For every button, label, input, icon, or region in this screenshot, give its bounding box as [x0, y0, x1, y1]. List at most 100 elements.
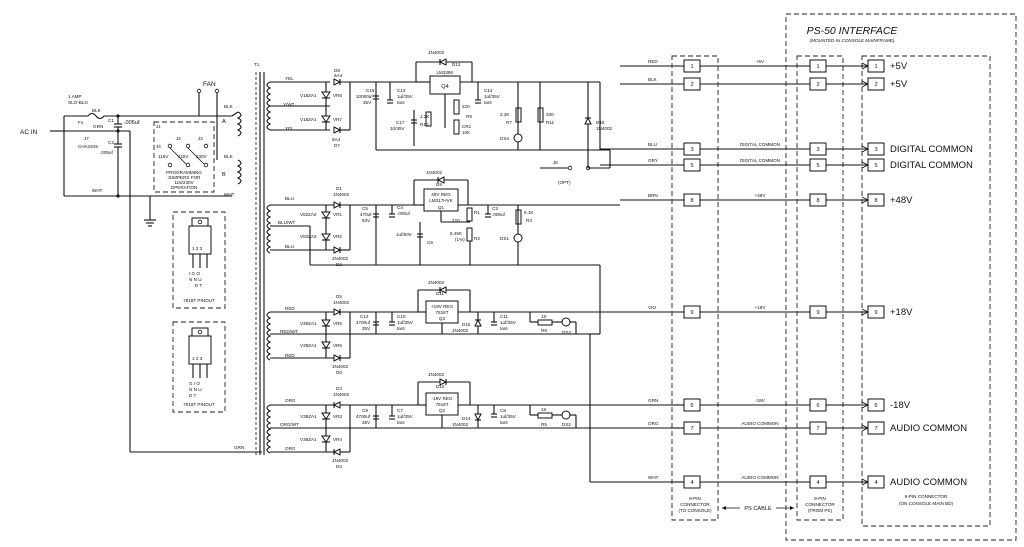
svg-text:1.2K: 1.2K	[420, 114, 430, 119]
svg-text:VR5: VR5	[333, 321, 342, 326]
svg-text:B: B	[222, 172, 226, 178]
pin-number: 2	[874, 82, 877, 88]
svg-text:BLK: BLK	[224, 154, 234, 159]
svg-text:N N U: N N U	[189, 387, 202, 392]
svg-text:J4: J4	[156, 144, 161, 149]
svg-text:VR3: VR3	[333, 414, 342, 419]
svg-text:G I O: G I O	[189, 381, 200, 386]
svg-text:RED/WT: RED/WT	[280, 329, 298, 334]
pinout-7818t: 1 2 3 I G O N N U D T 7818T PINOUT	[172, 211, 226, 309]
pin-number: 9	[816, 310, 819, 316]
jumper-note: PROGRAMMING	[166, 170, 202, 175]
svg-text:D6: D6	[336, 370, 342, 375]
svg-text:9.1K: 9.1K	[524, 210, 534, 215]
svg-text:V18ZA1: V18ZA1	[300, 93, 317, 98]
svg-text:(ON CONSOLE MAIN BD): (ON CONSOLE MAIN BD)	[899, 501, 954, 506]
common-bus	[588, 82, 670, 483]
svg-text:WHT: WHT	[224, 192, 235, 197]
connector-to-console-box	[671, 55, 719, 521]
svg-text:C17: C17	[396, 120, 405, 125]
svg-text:DS2: DS2	[562, 422, 571, 427]
svg-text:CONNECTOR: CONNECTOR	[805, 502, 835, 507]
svg-text:.005uf: .005uf	[100, 150, 113, 155]
svg-text:V18ZA1: V18ZA1	[300, 117, 317, 122]
pin-number: 2	[690, 82, 693, 88]
connector-from-ps-box	[796, 55, 844, 521]
signal-label: -18V	[755, 398, 766, 403]
svg-text:1N4002: 1N4002	[428, 50, 445, 55]
svg-text:Q1: Q1	[438, 205, 445, 210]
svg-text:BLK: BLK	[224, 104, 234, 109]
pin-number: 2	[816, 82, 819, 88]
svg-text:C12: C12	[360, 314, 369, 319]
svg-text:1 2 3: 1 2 3	[192, 246, 203, 251]
svg-text:LM338K: LM338K	[436, 70, 454, 75]
svg-text:D7: D7	[334, 143, 340, 148]
pin-number: 5	[874, 163, 877, 169]
led-ds1	[513, 233, 523, 243]
svg-text:C5: C5	[362, 206, 368, 211]
connector-labels: 9-PIN CONNECTOR (TO CONSOLE) PS CABLE 9-…	[678, 494, 953, 513]
svg-text:1K: 1K	[541, 314, 548, 319]
svg-text:LM317HVK: LM317HVK	[429, 198, 453, 203]
led-ds3	[561, 317, 571, 327]
wire-color-label: GRN	[648, 398, 658, 403]
svg-text:D5: D5	[336, 294, 342, 299]
pin-number: 6	[874, 403, 877, 409]
wire-color-label: WHT	[648, 475, 659, 480]
svg-text:CONNECTOR: CONNECTOR	[680, 502, 710, 507]
svg-text:Q4: Q4	[441, 84, 448, 90]
primary-winding-b	[236, 159, 242, 185]
svg-text:RED: RED	[285, 353, 295, 358]
svg-text:35V: 35V	[363, 100, 372, 105]
pinout-7918t: 1 2 3 G I O N N U D T 7918T PINOUT	[172, 321, 226, 413]
pin-number: 7	[874, 426, 877, 432]
svg-text:48V REG: 48V REG	[431, 192, 451, 197]
interface-outer-box	[785, 13, 1017, 541]
svg-text:Y/WT: Y/WT	[283, 102, 295, 107]
svg-text:CR1: CR1	[462, 124, 472, 129]
svg-text:35V: 35V	[362, 326, 371, 331]
svg-text:1N4002: 1N4002	[426, 170, 443, 175]
svg-text:V39ZA1: V39ZA1	[300, 437, 317, 442]
signal-label: DIGITAL COMMON	[740, 142, 780, 147]
plus18v-section: RED RED/WT RED V39ZA1 VR5 V39ZA1 VR6 D5 …	[270, 280, 620, 375]
svg-text:C15: C15	[366, 88, 375, 93]
svg-text:V82ZA2: V82ZA2	[300, 212, 317, 217]
svg-text:C9: C9	[362, 408, 368, 413]
pin-number: 3	[816, 147, 819, 153]
output-label: AUDIO COMMON	[890, 477, 967, 488]
svg-text:J1: J1	[156, 124, 161, 129]
svg-text:1uf/35V: 1uf/35V	[500, 414, 517, 419]
svg-text:1N4002: 1N4002	[596, 126, 613, 131]
svg-text:D11: D11	[436, 291, 445, 296]
svg-text:1N4002: 1N4002	[428, 372, 445, 377]
svg-text:10K: 10K	[462, 130, 471, 135]
svg-text:F1: F1	[78, 120, 84, 125]
signal-label: +48V	[755, 193, 767, 198]
svg-text:DS1: DS1	[500, 236, 509, 241]
svg-text:T1: T1	[254, 62, 260, 67]
svg-text:1uf/35V: 1uf/35V	[484, 94, 501, 99]
svg-text:R6: R6	[541, 328, 547, 333]
minus18v-section: ORG ORG/WT ORG V39ZA1 VR3 V39ZA1 VR4 D3 …	[270, 372, 670, 469]
pin-number: 9	[690, 310, 693, 316]
svg-text:JUMPERS FOR: JUMPERS FOR	[168, 175, 202, 180]
output-label: +18V	[890, 307, 913, 318]
svg-text:VR6: VR6	[333, 343, 342, 348]
wire-color-label: BRN	[648, 193, 658, 198]
svg-text:D10: D10	[436, 384, 445, 389]
svg-text:Q3: Q3	[439, 316, 446, 321]
fuse-rating: 1 AMP	[68, 94, 82, 99]
svg-text:VR1: VR1	[333, 212, 342, 217]
ps-cable-label: PS CABLE	[744, 506, 772, 512]
svg-text:1N4002: 1N4002	[332, 256, 349, 261]
console-main-bd-box	[861, 55, 991, 527]
svg-text:10000uf: 10000uf	[356, 94, 373, 99]
svg-text:D3: D3	[336, 386, 342, 391]
interface-section: PS-50 INTERFACE (MOUNTED IN CONSOLE MAIN…	[671, 13, 1017, 541]
